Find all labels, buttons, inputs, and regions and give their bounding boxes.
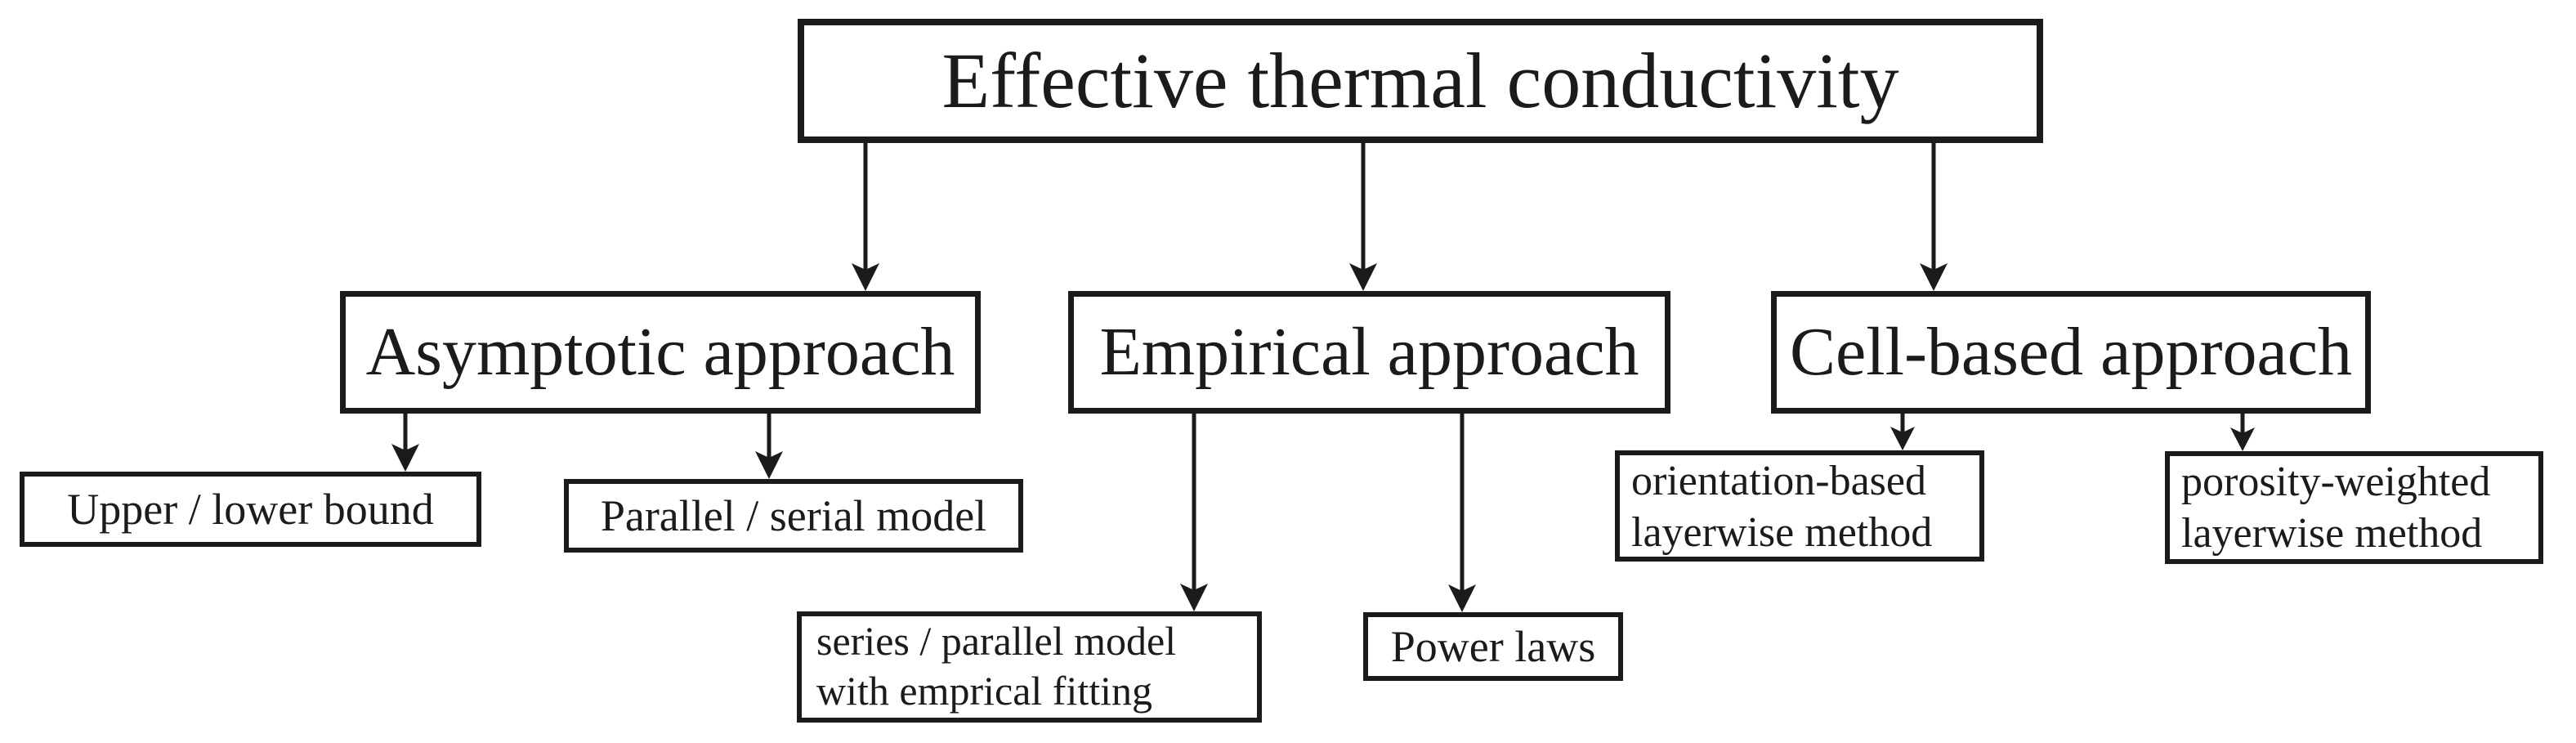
- arrow-cell-based-to-porosity: [2230, 414, 2255, 451]
- node-label-line2: with emprical fitting: [816, 668, 1153, 714]
- node-label-line1: orientation-based: [1631, 458, 1926, 504]
- arrow-cell-based-to-orientation: [1890, 414, 1915, 450]
- node-power-laws: Power laws: [1363, 612, 1623, 681]
- arrow-title-to-asymptotic: [852, 143, 879, 291]
- node-cell-based-approach: Cell-based approach: [1771, 291, 2371, 414]
- node-parallel-serial-model: Parallel / serial model: [564, 479, 1023, 553]
- node-label: Cell-based approach: [1789, 313, 2353, 390]
- arrow-empirical-to-power-laws: [1448, 414, 1476, 612]
- node-label-line2: layerwise method: [2181, 510, 2483, 557]
- node-empirical-approach: Empirical approach: [1068, 291, 1670, 414]
- node-label-line1: porosity-weighted: [2181, 459, 2491, 505]
- node-label-line1: series / parallel model: [816, 618, 1177, 664]
- node-label-line2: layerwise method: [1631, 509, 1933, 557]
- node-porosity-weighted-layerwise-method: porosity-weighted layerwise method: [2165, 451, 2543, 564]
- node-label: Effective thermal conductivity: [941, 36, 1899, 124]
- node-series-parallel-model: series / parallel model with emprical fi…: [797, 611, 1262, 723]
- node-label: Asymptotic approach: [365, 313, 955, 390]
- node-label: Power laws: [1390, 621, 1596, 671]
- arrow-title-to-cell-based: [1920, 143, 1948, 291]
- node-label: Upper / lower bound: [67, 484, 434, 534]
- node-asymptotic-approach: Asymptotic approach: [340, 291, 981, 414]
- node-effective-thermal-conductivity: Effective thermal conductivity: [798, 19, 2043, 143]
- node-orientation-based-layerwise-method: orientation-based layerwise method: [1615, 450, 1984, 562]
- node-label: Parallel / serial model: [600, 490, 987, 540]
- node-upper-lower-bound: Upper / lower bound: [20, 472, 481, 547]
- node-label: Empirical approach: [1099, 313, 1639, 390]
- arrow-empirical-to-series-parallel: [1180, 414, 1208, 611]
- arrow-asymptotic-to-upper-lower: [391, 414, 419, 472]
- arrow-asymptotic-to-parallel-serial: [755, 414, 783, 479]
- arrow-title-to-empirical: [1349, 143, 1377, 291]
